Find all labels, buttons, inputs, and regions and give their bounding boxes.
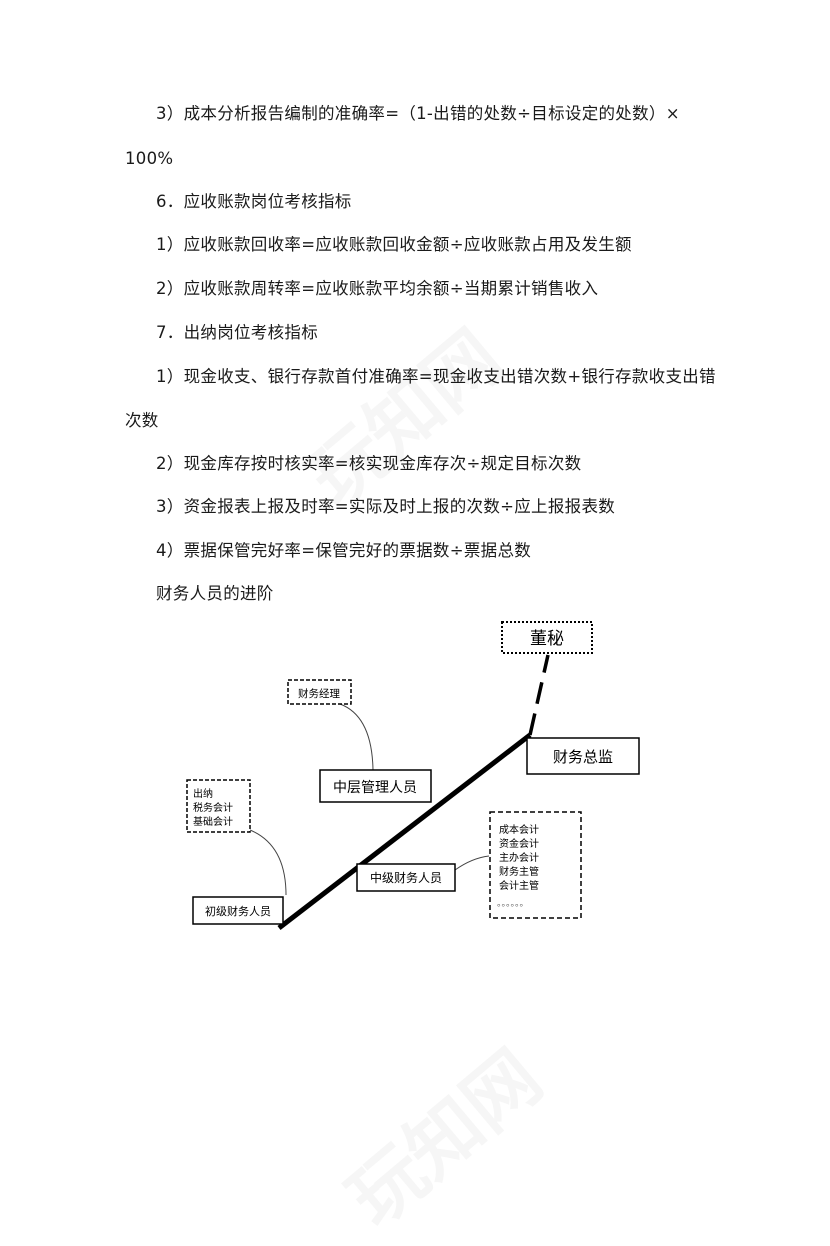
node-mid-roles-box [489, 811, 582, 919]
node-mid-finance: 中级财务人员 [370, 870, 442, 885]
node-mid-finance-box [356, 863, 456, 892]
junior-role-basic-accountant: 基础会计 [193, 815, 233, 828]
paragraph-cash-accuracy: 1）现金收支、银行存款首付准确率=现金收支出错次数+银行存款收支出错 [156, 367, 716, 386]
mid-role-ellipsis: 。。。。。。 [497, 899, 529, 909]
connector-finance-manager [339, 703, 374, 771]
mid-role-accounting-supervisor: 会计主管 [499, 879, 539, 892]
node-secretary-box [501, 621, 593, 654]
paragraph-receivables-recovery: 1）应收账款回收率=应收账款回收金额÷应收账款占用及发生额 [156, 235, 632, 254]
paragraph-cash-verify: 2）现金库存按时核实率=核实现金库存次÷规定目标次数 [156, 454, 582, 473]
paragraph-career-title: 财务人员的进阶 [156, 584, 274, 603]
node-finance-manager: 财务经理 [298, 687, 340, 700]
paragraph-cost-accuracy: 3）成本分析报告编制的准确率=（1-出错的处数÷目标设定的处数）× [156, 104, 680, 123]
junior-role-cashier: 出纳 [193, 787, 213, 800]
dashed-connector-secretary [528, 654, 550, 736]
heading-cashier: 7．出纳岗位考核指标 [156, 323, 318, 342]
node-junior-finance: 初级财务人员 [205, 904, 271, 918]
mid-role-finance-supervisor: 财务主管 [499, 865, 539, 878]
junior-role-tax-accountant: 税务会计 [193, 801, 233, 814]
node-junior-roles-box [186, 779, 251, 833]
mid-role-fund-accountant: 资金会计 [499, 837, 539, 850]
heading-receivables: 6．应收账款岗位考核指标 [156, 192, 352, 211]
mid-role-chief-accountant: 主办会计 [499, 851, 539, 864]
mid-role-cost-accountant: 成本会计 [499, 823, 539, 836]
paragraph-cost-accuracy-cont: 100% [125, 149, 174, 168]
node-junior-finance-box [192, 896, 284, 925]
paragraph-bill-custody: 4）票据保管完好率=保管完好的票据数÷票据总数 [156, 541, 532, 560]
paragraph-report-timeliness: 3）资金报表上报及时率=实际及时上报的次数÷应上报报表数 [156, 497, 616, 516]
node-secretary: 董秘 [530, 629, 564, 649]
connector-mid-roles [454, 855, 490, 871]
paragraph-receivables-turnover: 2）应收账款周转率=应收账款平均余额÷当期累计销售收入 [156, 279, 599, 298]
paragraph-cash-accuracy-cont: 次数 [125, 411, 159, 430]
node-cfo-box [526, 737, 640, 775]
node-cfo: 财务总监 [553, 748, 613, 766]
career-progression-diagram: 董秘 财务总监 财务经理 中层管理人员 出纳 税务会计 基础会计 中级财务人员 … [186, 621, 640, 930]
node-middle-manager-box [319, 769, 432, 803]
node-middle-manager: 中层管理人员 [333, 780, 417, 796]
node-finance-manager-box [287, 679, 352, 705]
progression-line [277, 733, 532, 930]
connector-junior-roles [249, 829, 287, 896]
